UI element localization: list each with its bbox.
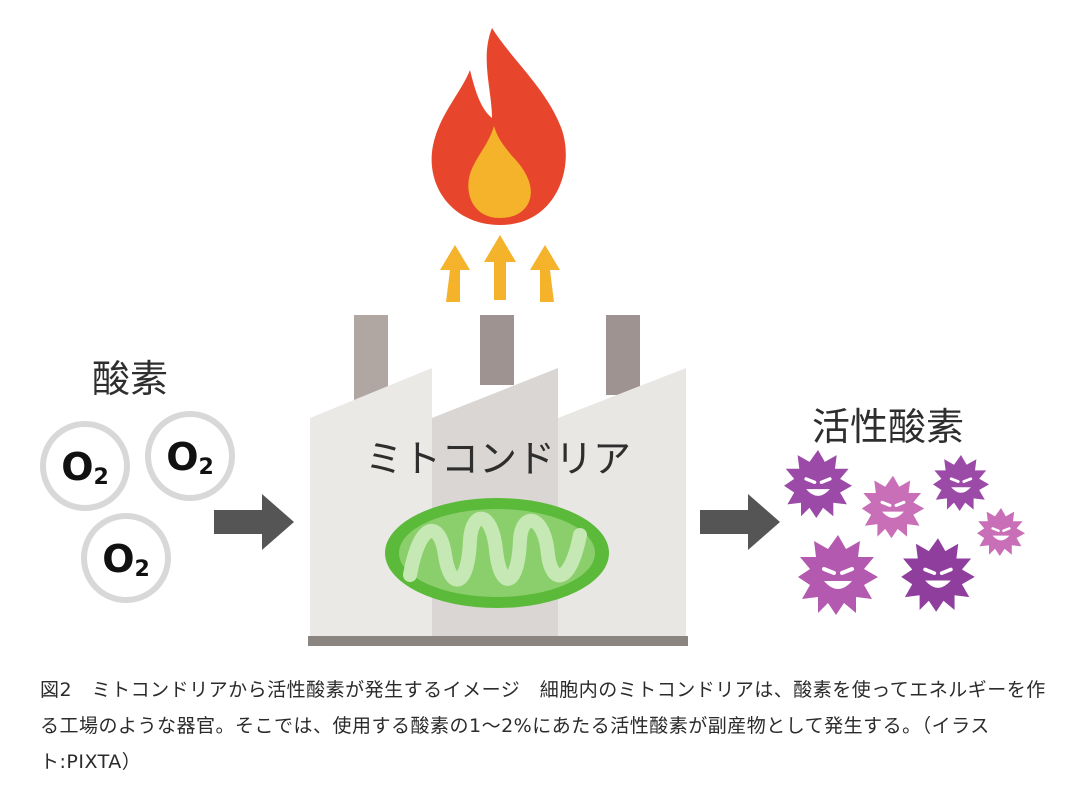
figure-caption: 図2 ミトコンドリアから活性酸素が発生するイメージ 細胞内のミトコンドリアは、酸… <box>40 679 1046 773</box>
mitochondrion-icon <box>385 498 609 608</box>
heat-arrow-right <box>530 245 560 302</box>
ros-virus-5 <box>798 535 878 615</box>
heat-arrows <box>440 235 560 302</box>
oxygen-label: 酸素 <box>92 357 168 401</box>
mitochondrion-cristae <box>403 511 587 587</box>
ros-virus-3 <box>933 455 989 511</box>
input-arrow-icon <box>214 494 294 550</box>
ros-virus-2 <box>861 475 925 539</box>
flame-icon <box>431 28 566 225</box>
output-arrow-icon <box>700 494 780 550</box>
factory-section-right <box>558 368 686 640</box>
heat-arrow-left <box>440 245 470 302</box>
svg-text:O2: O2 <box>102 537 150 582</box>
diagram-illustration: ミトコンドリア 酸素 O2 O2 O2 活性酸素 <box>40 28 1025 646</box>
oxygen-molecule-1: O2 <box>40 421 130 511</box>
ros-label: 活性酸素 <box>812 405 964 449</box>
flame-outer <box>431 28 566 225</box>
ros-virus-4 <box>977 508 1025 556</box>
chimney-center <box>480 315 514 385</box>
chimney-right <box>606 315 640 395</box>
ros-virus-1 <box>784 450 852 518</box>
oxygen-molecule-2: O2 <box>145 411 235 501</box>
factory-label: ミトコンドリア <box>365 437 631 481</box>
heat-arrow-center <box>484 235 516 300</box>
factory-section-left <box>310 368 432 640</box>
flame-inner <box>468 126 531 218</box>
factory-base <box>308 636 688 646</box>
ros-virus-6 <box>901 538 975 612</box>
oxygen-molecule-3: O2 <box>81 513 171 603</box>
